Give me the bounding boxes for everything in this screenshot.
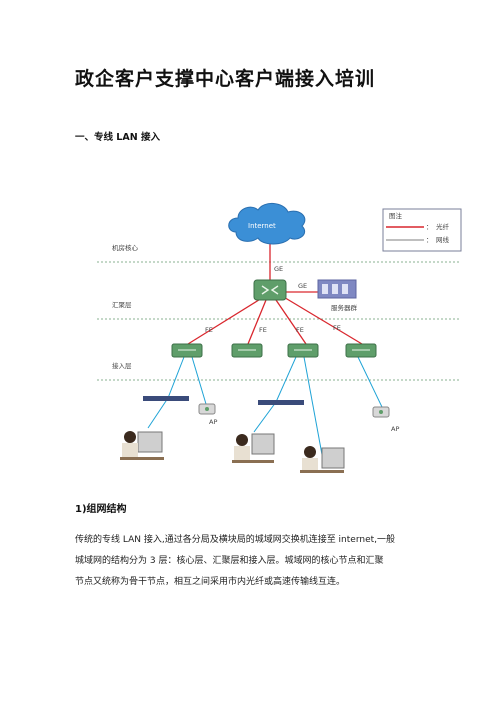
paragraph-line-1: 传统的专线 LAN 接入,通过各分局及横块局的城域网交换机连接至 interne… — [75, 535, 395, 545]
core-switch-icon — [253, 279, 287, 301]
ap-1-label: AP — [209, 418, 217, 426]
user-workstation-1-icon — [120, 431, 164, 460]
hub-2-icon — [258, 400, 304, 405]
paragraph-line-2: 城域网的结构分为 3 层：核心层、汇聚层和接入层。城域网的核心节点和汇聚 — [75, 556, 384, 566]
layer-label-core: 机房核心 — [112, 243, 139, 252]
legend-fiber-sep: ： — [426, 223, 433, 231]
fe-label-1: FE — [205, 326, 213, 334]
subsection-heading: 1)组网结构 — [75, 504, 127, 515]
user-workstation-2-icon — [232, 433, 275, 463]
ge-server-label: GE — [298, 282, 307, 290]
server-group-label: 服务器群 — [331, 303, 358, 312]
access-switch-1-icon — [171, 343, 203, 358]
legend: 图注 ： 光纤 ： 网线 — [382, 208, 462, 252]
hub-1-icon — [143, 396, 189, 401]
access-switch-3-icon — [287, 343, 319, 358]
paragraph-line-3: 节点又统称为骨干节点，相互之间采用市内光纤或高速传输线互连。 — [75, 577, 346, 587]
server-group-icon — [317, 279, 357, 299]
internet-label: Internet — [248, 222, 276, 230]
layer-label-access: 接入层 — [112, 361, 132, 370]
access-switch-2-icon — [231, 343, 263, 358]
ap-1-icon — [198, 403, 216, 415]
cable-links — [147, 356, 383, 461]
section-heading: 一、专线 LAN 接入 — [75, 132, 160, 143]
fe-label-3: FE — [296, 326, 304, 334]
document-title: 政企客户支撑中心客户端接入培训 — [75, 68, 376, 90]
internet-cloud: Internet — [228, 203, 306, 245]
legend-cable-sep: ： — [426, 236, 433, 244]
fe-label-4: FE — [333, 324, 341, 332]
body-paragraph: 传统的专线 LAN 接入,通过各分局及横块局的城域网交换机连接至 interne… — [75, 530, 425, 593]
user-workstation-3-icon — [300, 446, 345, 473]
ap-2-icon — [372, 406, 390, 418]
legend-fiber-label: 光纤 — [436, 222, 450, 231]
layer-label-aggregation: 汇聚层 — [112, 301, 132, 309]
ge-core-label: GE — [274, 265, 283, 273]
access-switch-4-icon — [345, 343, 377, 358]
legend-title: 图注 — [389, 211, 403, 220]
fe-label-2: FE — [259, 326, 267, 334]
ap-2-label: AP — [391, 425, 399, 433]
legend-cable-label: 网线 — [436, 235, 450, 244]
